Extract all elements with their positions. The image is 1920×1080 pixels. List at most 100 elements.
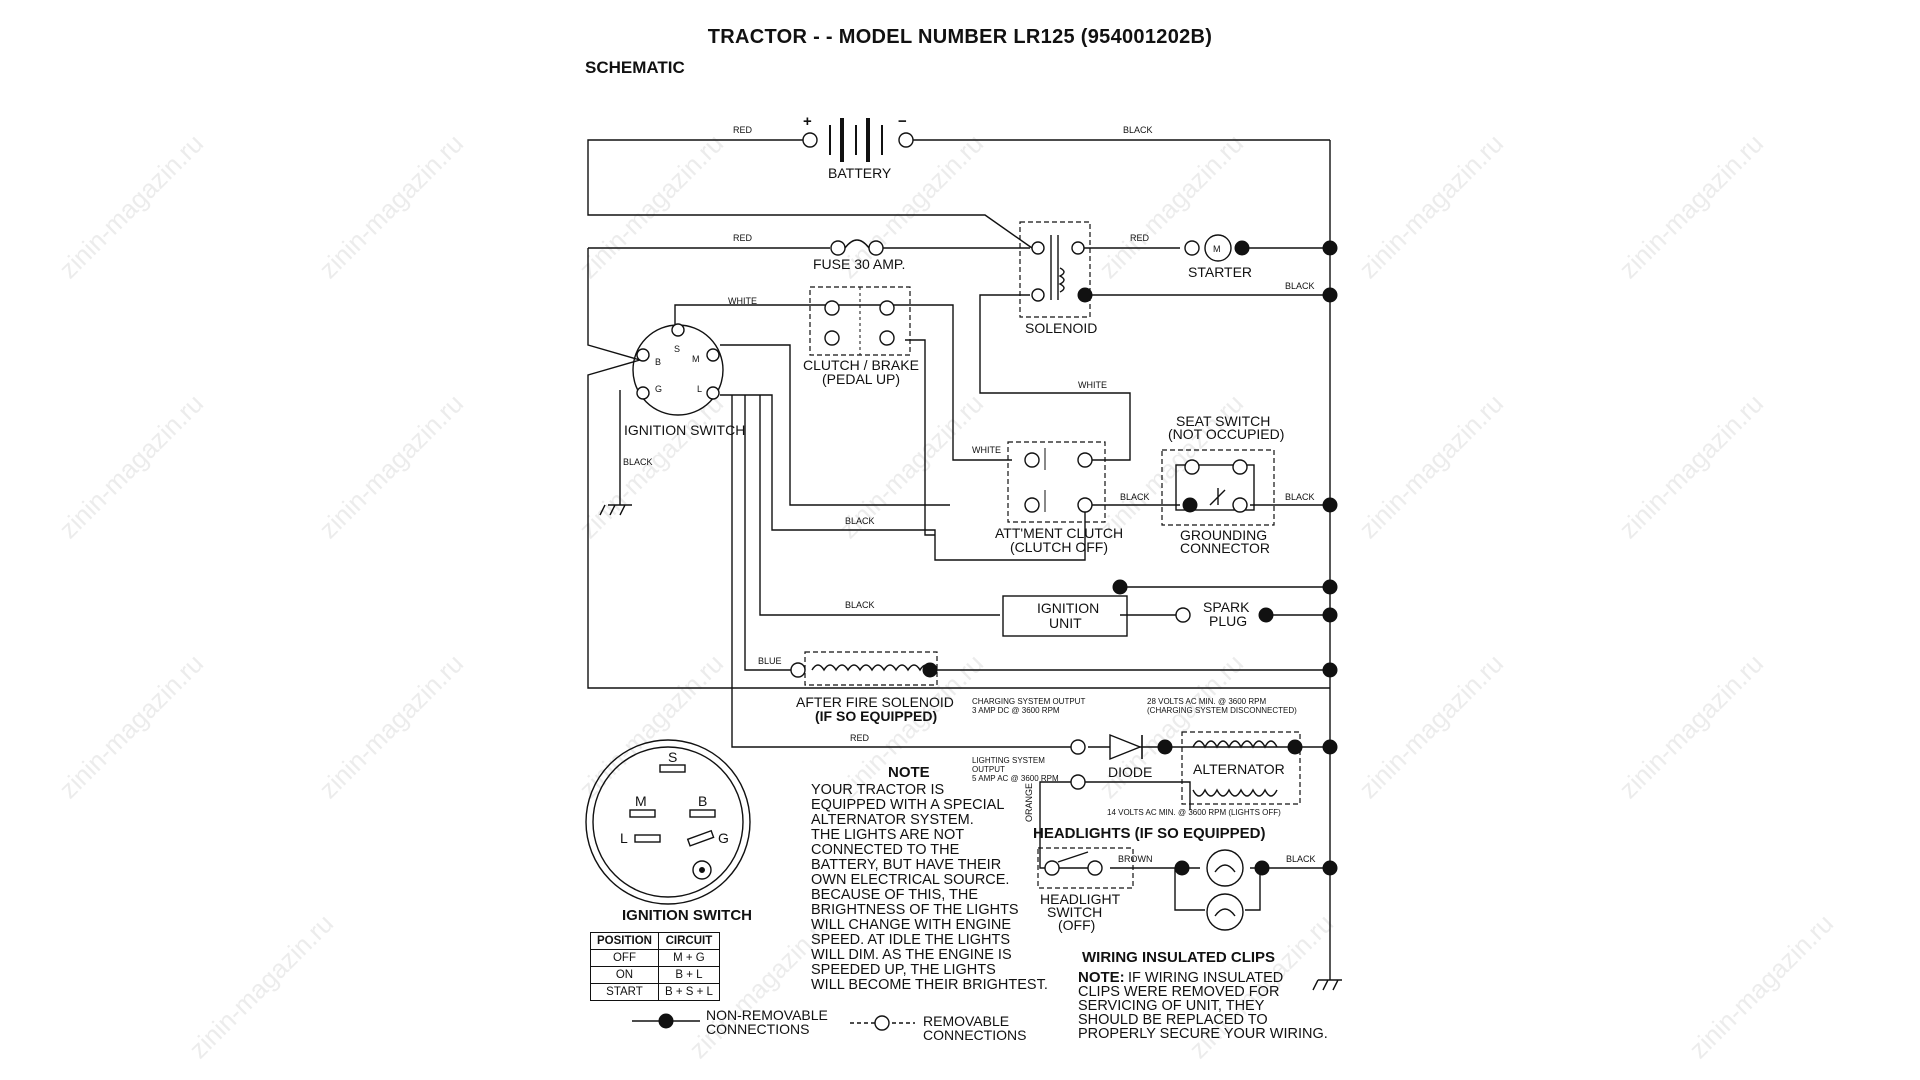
svg-text:BATTERY, BUT HAVE THEIR: BATTERY, BUT HAVE THEIR <box>811 857 1001 873</box>
svg-text:CONNECTED TO THE: CONNECTED TO THE <box>811 842 960 858</box>
svg-text:zinin-magazin.ru: zinin-magazin.ru <box>313 128 469 284</box>
svg-text:RED: RED <box>733 233 753 243</box>
starter-symbol: M <box>1213 244 1221 254</box>
svg-text:(CHARGING SYSTEM DISCONNECTED): (CHARGING SYSTEM DISCONNECTED) <box>1147 706 1297 715</box>
solenoid: SOLENOID <box>1019 221 1097 336</box>
headlights-heading: HEADLIGHTS (IF SO EQUIPPED) <box>1033 825 1266 842</box>
attachment-clutch-switch: ATT'MENT CLUTCH (CLUTCH OFF) <box>995 441 1123 555</box>
battery: + − BATTERY <box>802 113 914 181</box>
seat-switch-label: SEAT SWITCH <box>1176 413 1270 429</box>
svg-text:zinin-magazin.ru: zinin-magazin.ru <box>1093 648 1249 804</box>
annotations: CHARGING SYSTEM OUTPUT 3 AMP DC @ 3600 R… <box>972 697 1297 842</box>
svg-text:zinin-magazin.ru: zinin-magazin.ru <box>1683 908 1839 1064</box>
svg-text:S: S <box>668 749 677 765</box>
headlight-lamps <box>1174 849 1270 931</box>
headlight-switch-sublabel: SWITCH <box>1047 904 1102 920</box>
wiring-clips-note: WIRING INSULATED CLIPS NOTE: IF WIRING I… <box>1078 949 1328 1042</box>
svg-text:G: G <box>718 830 729 846</box>
svg-text:BLACK: BLACK <box>845 516 875 526</box>
clips-heading: WIRING INSULATED CLIPS <box>1082 949 1275 966</box>
starter-label: STARTER <box>1188 264 1252 280</box>
svg-text:CHARGING SYSTEM OUTPUT: CHARGING SYSTEM OUTPUT <box>972 697 1085 706</box>
svg-text:M: M <box>635 793 647 809</box>
ignition-switch: S B M G L IGNITION SWITCH <box>624 323 745 438</box>
bus-connections <box>1322 240 1338 876</box>
svg-text:BLACK: BLACK <box>1285 492 1315 502</box>
headlight-switch-state: (OFF) <box>1058 917 1095 933</box>
table-header: CIRCUIT <box>657 932 720 950</box>
alternator-label: ALTERNATOR <box>1193 761 1285 777</box>
svg-text:BLACK: BLACK <box>1285 281 1315 291</box>
svg-text:zinin-magazin.ru: zinin-magazin.ru <box>313 648 469 804</box>
table-row: OFF M + G <box>590 949 720 967</box>
svg-text:RED: RED <box>1130 233 1150 243</box>
svg-text:BLACK: BLACK <box>845 600 875 610</box>
diode-label: DIODE <box>1108 764 1152 780</box>
solenoid-label: SOLENOID <box>1025 320 1097 336</box>
svg-text:ALTERNATOR SYSTEM.: ALTERNATOR SYSTEM. <box>811 812 974 828</box>
svg-text:BECAUSE OF THIS, THE: BECAUSE OF THIS, THE <box>811 887 978 903</box>
svg-text:B: B <box>698 793 707 809</box>
starter: M STARTER <box>1184 234 1252 280</box>
fuse-label: FUSE 30 AMP. <box>813 256 905 272</box>
clutch-brake-label: CLUTCH / BRAKE <box>803 357 919 373</box>
svg-text:ORANGE: ORANGE <box>1024 783 1034 822</box>
svg-text:zinin-magazin.ru: zinin-magazin.ru <box>183 908 339 1064</box>
svg-text:5 AMP AC @ 3600 RPM: 5 AMP AC @ 3600 RPM <box>972 774 1059 783</box>
ign-terminal-m: M <box>692 354 700 364</box>
diode: DIODE <box>1070 733 1173 780</box>
svg-text:PROPERLY SECURE YOUR WIRING.: PROPERLY SECURE YOUR WIRING. <box>1078 1026 1328 1042</box>
headlight-switch-label: HEADLIGHT <box>1040 891 1121 907</box>
note-heading: NOTE <box>888 764 930 781</box>
svg-text:zinin-magazin.ru: zinin-magazin.ru <box>1613 388 1769 544</box>
grounding-sublabel: CONNECTOR <box>1180 540 1270 556</box>
svg-text:SERVICING OF UNIT, THEY: SERVICING OF UNIT, THEY <box>1078 998 1265 1014</box>
svg-text:IF WIRING INSULATED: IF WIRING INSULATED <box>1128 970 1283 986</box>
svg-text:zinin-magazin.ru: zinin-magazin.ru <box>53 648 209 804</box>
page-title: TRACTOR - - MODEL NUMBER LR125 (95400120… <box>707 26 1213 48</box>
ign-terminal-b: B <box>655 357 661 367</box>
svg-text:WHITE: WHITE <box>972 445 1001 455</box>
table-row: START B + S + L <box>590 983 720 1001</box>
ignition-detail-title: IGNITION SWITCH <box>622 907 752 924</box>
battery-label: BATTERY <box>828 165 892 181</box>
svg-text:WILL CHANGE WITH ENGINE: WILL CHANGE WITH ENGINE <box>811 917 1011 933</box>
page-subtitle: SCHEMATIC <box>585 58 685 77</box>
ignition-switch-detail: S M B L G IGNITION SWITCH <box>585 739 752 924</box>
svg-text:NOTE:: NOTE: <box>1078 969 1125 986</box>
svg-text:NON-REMOVABLE: NON-REMOVABLE <box>706 1007 828 1023</box>
note-block: NOTE YOUR TRACTOR IS EQUIPPED WITH A SPE… <box>811 764 1048 993</box>
svg-text:zinin-magazin.ru: zinin-magazin.ru <box>1353 648 1509 804</box>
grounding-label: GROUNDING <box>1180 527 1267 543</box>
attment-clutch-label: ATT'MENT CLUTCH <box>995 525 1123 541</box>
ign-terminal-g: G <box>655 384 662 394</box>
svg-text:LIGHTING SYSTEM: LIGHTING SYSTEM <box>972 756 1045 765</box>
table-row: ON B + L <box>590 966 720 984</box>
svg-text:CONNECTIONS: CONNECTIONS <box>923 1027 1026 1043</box>
svg-text:WILL BECOME THEIR BRIGHTEST.: WILL BECOME THEIR BRIGHTEST. <box>811 977 1048 993</box>
svg-text:3 AMP DC @ 3600 RPM: 3 AMP DC @ 3600 RPM <box>972 706 1060 715</box>
ignition-switch-label: IGNITION SWITCH <box>624 422 745 438</box>
table-header: POSITION <box>590 932 659 950</box>
svg-text:BLUE: BLUE <box>758 656 782 666</box>
battery-minus-label: − <box>898 113 907 130</box>
spark-plug-sublabel: PLUG <box>1209 613 1247 629</box>
svg-text:OWN ELECTRICAL SOURCE.: OWN ELECTRICAL SOURCE. <box>811 872 1009 888</box>
svg-text:CONNECTIONS: CONNECTIONS <box>706 1021 809 1037</box>
svg-text:BLACK: BLACK <box>623 457 653 467</box>
svg-text:WHITE: WHITE <box>728 296 757 306</box>
svg-text:zinin-magazin.ru: zinin-magazin.ru <box>1613 128 1769 284</box>
clutch-brake-switch: CLUTCH / BRAKE (PEDAL UP) <box>803 286 919 387</box>
svg-text:28 VOLTS AC MIN. @ 3600 RPM: 28 VOLTS AC MIN. @ 3600 RPM <box>1147 697 1266 706</box>
after-fire-sublabel: (IF SO EQUIPPED) <box>815 708 937 724</box>
svg-text:zinin-magazin.ru: zinin-magazin.ru <box>1093 128 1249 284</box>
svg-text:BLACK: BLACK <box>1286 854 1316 864</box>
svg-text:THE LIGHTS ARE NOT: THE LIGHTS ARE NOT <box>811 827 964 843</box>
spark-plug-label: SPARK <box>1203 599 1250 615</box>
svg-text:SPEED. AT IDLE THE LIGHTS: SPEED. AT IDLE THE LIGHTS <box>811 932 1010 948</box>
svg-text:CLIPS WERE REMOVED FOR: CLIPS WERE REMOVED FOR <box>1078 984 1279 1000</box>
clutch-brake-sublabel: (PEDAL UP) <box>822 371 900 387</box>
ignition-unit-label: IGNITION <box>1037 600 1099 616</box>
ignition-unit-sublabel: UNIT <box>1049 615 1082 631</box>
